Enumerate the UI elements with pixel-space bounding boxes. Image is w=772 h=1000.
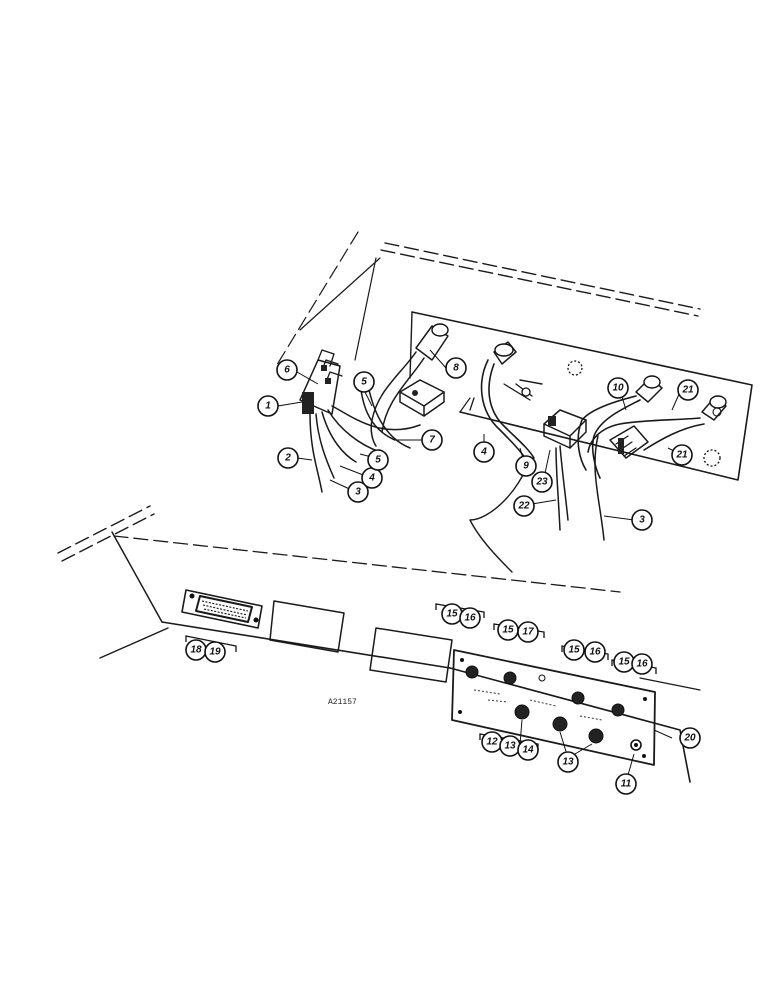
svg-text:3: 3 bbox=[355, 487, 361, 498]
cutout-left bbox=[269, 600, 345, 653]
svg-text:13: 13 bbox=[562, 757, 574, 768]
svg-text:3: 3 bbox=[639, 515, 645, 526]
svg-text:19: 19 bbox=[209, 647, 221, 658]
svg-text:5: 5 bbox=[375, 455, 381, 466]
panel-grommet-3 bbox=[712, 407, 722, 417]
front-panel bbox=[161, 600, 701, 783]
callout-21-upper: 21 bbox=[677, 379, 699, 401]
callout-16-b: 16 bbox=[584, 641, 606, 663]
panel-grommet-1 bbox=[567, 360, 583, 376]
svg-text:21: 21 bbox=[675, 450, 688, 461]
svg-text:16: 16 bbox=[636, 659, 648, 670]
callout-20: 20 bbox=[679, 727, 701, 749]
dsub-connector bbox=[181, 589, 263, 629]
knob-15-16-right bbox=[611, 703, 625, 717]
knob-15-16-center bbox=[571, 691, 585, 705]
callout-14: 14 bbox=[517, 739, 539, 761]
callout-10: 10 bbox=[607, 377, 629, 399]
callout-16-a: 16 bbox=[459, 607, 481, 629]
callout-4-center: 4 bbox=[473, 441, 495, 463]
svg-text:5: 5 bbox=[361, 377, 367, 388]
svg-text:9: 9 bbox=[523, 461, 529, 472]
switch-block-assembly bbox=[299, 349, 343, 415]
svg-text:8: 8 bbox=[453, 363, 459, 374]
svg-text:1: 1 bbox=[265, 401, 271, 412]
callout-23: 23 bbox=[531, 471, 553, 493]
plug-connector-21 bbox=[587, 395, 727, 453]
callout-18: 18 bbox=[185, 639, 207, 661]
callout-5-upper: 5 bbox=[353, 371, 375, 393]
control-plate bbox=[451, 649, 656, 766]
callout-2: 2 bbox=[277, 447, 299, 469]
svg-text:16: 16 bbox=[464, 613, 476, 624]
svg-text:7: 7 bbox=[429, 435, 435, 446]
svg-text:2: 2 bbox=[284, 453, 291, 464]
harness-cable-center bbox=[469, 341, 543, 573]
svg-text:17: 17 bbox=[522, 627, 534, 638]
callout-7: 7 bbox=[421, 429, 443, 451]
svg-text:18: 18 bbox=[190, 645, 202, 656]
svg-text:15: 15 bbox=[446, 609, 458, 620]
svg-text:15: 15 bbox=[502, 625, 514, 636]
svg-text:4: 4 bbox=[368, 473, 375, 484]
callout-16-c: 16 bbox=[631, 653, 653, 675]
callout-5-lower: 5 bbox=[367, 449, 389, 471]
svg-text:21: 21 bbox=[681, 385, 694, 396]
callout-11: 11 bbox=[615, 773, 637, 795]
callout-13-a: 13 bbox=[499, 735, 521, 757]
callout-8: 8 bbox=[445, 357, 467, 379]
callout-9: 9 bbox=[515, 455, 537, 477]
terminal-relay-group bbox=[543, 409, 649, 541]
svg-text:23: 23 bbox=[535, 477, 548, 488]
callout-13-b: 13 bbox=[557, 751, 579, 773]
relay-module bbox=[399, 379, 445, 417]
knob-15-16-left bbox=[465, 665, 479, 679]
callout-15-c: 15 bbox=[563, 639, 585, 661]
svg-text:11: 11 bbox=[621, 779, 632, 790]
svg-text:15: 15 bbox=[568, 645, 580, 656]
callout-15-b: 15 bbox=[497, 619, 519, 641]
rear-mounting-panel bbox=[409, 311, 753, 481]
svg-text:6: 6 bbox=[284, 365, 290, 376]
callout-15-a: 15 bbox=[441, 603, 463, 625]
plug-connector-10 bbox=[577, 375, 663, 479]
callout-19: 19 bbox=[204, 641, 226, 663]
plug-connector-8 bbox=[370, 323, 449, 447]
callout-15-d: 15 bbox=[613, 651, 635, 673]
callout-21-lower: 21 bbox=[671, 444, 693, 466]
panel-grommet-2 bbox=[703, 449, 721, 467]
svg-text:16: 16 bbox=[589, 647, 601, 658]
drawing-code-label: A21157 bbox=[328, 698, 357, 707]
svg-text:13: 13 bbox=[504, 741, 516, 752]
callout-6: 6 bbox=[276, 359, 298, 381]
svg-text:20: 20 bbox=[683, 733, 696, 744]
svg-text:4: 4 bbox=[480, 447, 487, 458]
knob-13-a bbox=[552, 716, 568, 732]
svg-text:15: 15 bbox=[618, 657, 630, 668]
svg-text:10: 10 bbox=[612, 383, 624, 394]
callout-22: 22 bbox=[513, 495, 535, 517]
control-knobs bbox=[465, 665, 642, 751]
callout-4-left: 4 bbox=[361, 467, 383, 489]
callout-1: 1 bbox=[257, 395, 279, 417]
svg-text:14: 14 bbox=[522, 745, 534, 756]
callout-3-right: 3 bbox=[631, 509, 653, 531]
upper-housing-outline bbox=[274, 231, 701, 369]
svg-text:22: 22 bbox=[517, 501, 530, 512]
svg-text:12: 12 bbox=[486, 737, 498, 748]
callout-3-left: 3 bbox=[347, 481, 369, 503]
leader-lines bbox=[277, 349, 683, 783]
knob-13-b bbox=[588, 728, 604, 744]
knob-15-17 bbox=[503, 671, 517, 685]
knob-12-13-14 bbox=[514, 704, 530, 720]
callout-17: 17 bbox=[517, 621, 539, 643]
callout-12: 12 bbox=[481, 731, 503, 753]
cutout-right bbox=[369, 627, 453, 683]
lower-housing-outline bbox=[57, 505, 621, 659]
